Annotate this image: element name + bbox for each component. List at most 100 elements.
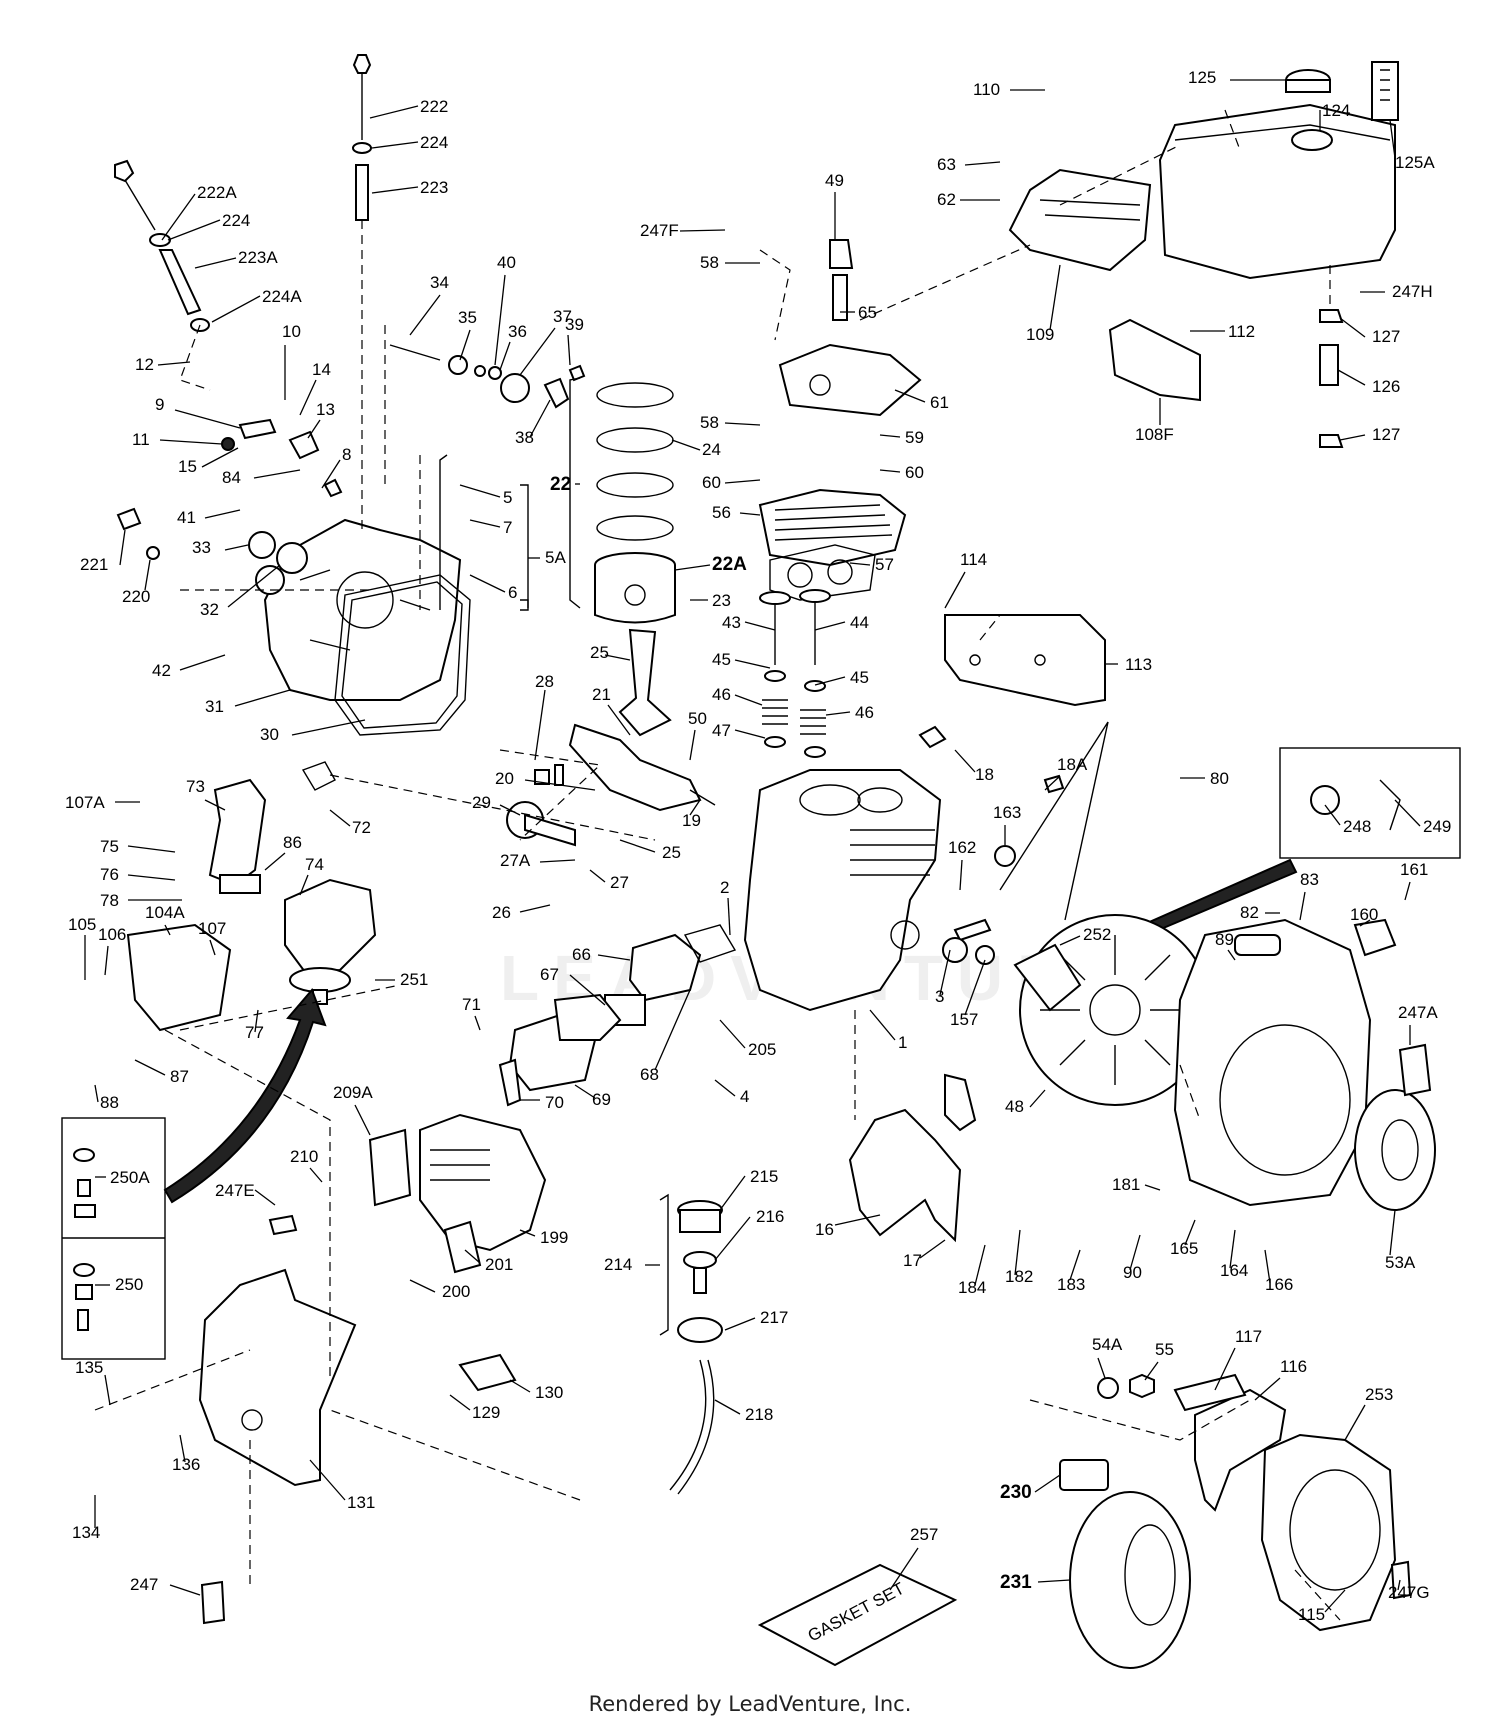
callout-199: 199: [540, 1228, 568, 1247]
leader-line-257: [889, 1547, 919, 1591]
leader-line-14: [299, 379, 317, 416]
shroud-113: [944, 614, 1106, 707]
leader-line-58b: [724, 422, 761, 426]
callout-257: 257: [910, 1525, 938, 1544]
leader-line-35: [459, 329, 471, 361]
callout-124: 124: [1322, 101, 1350, 120]
callout-90: 90: [1123, 1263, 1142, 1282]
callout-71: 71: [462, 995, 481, 1014]
baffle-16: [848, 1073, 977, 1243]
leader-line-115: [1324, 1589, 1346, 1613]
callout-209A: 209A: [333, 1083, 373, 1102]
leader-line-9: [174, 409, 241, 429]
leader-line-44: [814, 621, 846, 631]
leader-line-125A: [1389, 119, 1396, 159]
bracket-108F: [1108, 318, 1201, 402]
callout-27: 27: [610, 873, 629, 892]
leader-line-71: [474, 1015, 481, 1031]
callout-251: 251: [400, 970, 428, 989]
callout-24: 24: [702, 440, 721, 459]
callout-20: 20: [495, 769, 514, 788]
footer-credit: Rendered by LeadVenture, Inc.: [588, 1692, 912, 1716]
leader-line-20: [524, 779, 596, 791]
callout-125A: 125A: [1395, 153, 1435, 172]
block-small-parts: [918, 725, 1065, 965]
callout-25a: 25: [590, 643, 609, 662]
piston-rings: [596, 382, 674, 541]
callout-223: 223: [420, 178, 448, 197]
callout-215: 215: [750, 1167, 778, 1186]
callout-113: 113: [1125, 655, 1152, 674]
callout-53A: 53A: [1385, 1253, 1416, 1272]
leader-line-7: [469, 519, 501, 528]
leader-line-200: [409, 1279, 436, 1293]
leader-line-130: [509, 1379, 531, 1393]
callout-73: 73: [186, 777, 205, 796]
callout-136: 136: [172, 1455, 200, 1474]
callout-5: 5: [503, 488, 512, 507]
callout-131: 131: [347, 1493, 375, 1512]
leader-line-68: [654, 989, 691, 1071]
callout-17: 17: [903, 1251, 922, 1270]
control-plate-131: [198, 1268, 357, 1487]
leader-line-183: [1069, 1249, 1081, 1281]
leader-line-161: [1404, 881, 1411, 901]
governor-parts: [116, 418, 343, 574]
callout-205: 205: [748, 1040, 776, 1059]
callout-18A: 18A: [1057, 755, 1088, 774]
leader-line-55: [1144, 1361, 1159, 1381]
group-brackets: [439, 377, 669, 1336]
leader-line-54A: [1097, 1357, 1106, 1379]
leader-line-73: [204, 799, 226, 811]
callout-125: 125: [1188, 68, 1216, 87]
callout-222: 222: [420, 97, 448, 116]
leader-line-222A: [161, 193, 196, 241]
bracket-104A: [126, 923, 232, 1032]
dipstick-222a: [114, 159, 210, 332]
leader-line-46b: [825, 711, 851, 716]
callout-75: 75: [100, 837, 119, 856]
leader-line-6: [469, 574, 506, 593]
callout-34: 34: [430, 273, 449, 292]
flywheel-252: [1019, 914, 1211, 1106]
callout-21: 21: [592, 685, 611, 704]
leader-line-60b: [879, 469, 901, 473]
callout-127b: 127: [1372, 425, 1400, 444]
callout-3: 3: [935, 987, 944, 1006]
leader-line-87: [134, 1059, 166, 1076]
callout-60a: 60: [702, 473, 721, 492]
leader-line-8: [321, 459, 341, 489]
leader-line-114: [944, 571, 966, 609]
callout-166: 166: [1265, 1275, 1293, 1294]
leader-line-30: [291, 719, 366, 736]
callout-32: 32: [200, 600, 219, 619]
recoil-starter-253: [1260, 1433, 1397, 1632]
callout-8: 8: [342, 445, 351, 464]
leader-line-247E: [254, 1189, 276, 1206]
callout-26: 26: [492, 903, 511, 922]
gasket-set-257: GASKET SET: [757, 1563, 958, 1667]
callout-210: 210: [290, 1147, 318, 1166]
leader-line-74: [299, 874, 309, 896]
callout-48: 48: [1005, 1097, 1024, 1116]
callout-221: 221: [80, 555, 108, 574]
callout-116: 116: [1280, 1357, 1307, 1376]
callout-6: 6: [508, 583, 517, 602]
callout-247H: 247H: [1392, 282, 1433, 301]
callout-46b: 46: [855, 703, 874, 722]
leader-line-19: [689, 799, 701, 816]
leader-line-247: [169, 1584, 201, 1596]
fuel-line-clamps: [1319, 309, 1344, 448]
callout-134: 134: [72, 1523, 100, 1542]
leader-line-230: [1034, 1474, 1061, 1493]
callout-214: 214: [604, 1255, 632, 1274]
callout-252: 252: [1083, 925, 1111, 944]
leader-line-41: [204, 509, 241, 519]
leader-line-223A: [194, 257, 237, 269]
callout-247: 247: [130, 1575, 158, 1594]
screen-53A: [1354, 1089, 1436, 1211]
leader-line-29: [499, 804, 521, 816]
callout-224A: 224A: [262, 287, 302, 306]
callout-224b: 224: [222, 211, 250, 230]
